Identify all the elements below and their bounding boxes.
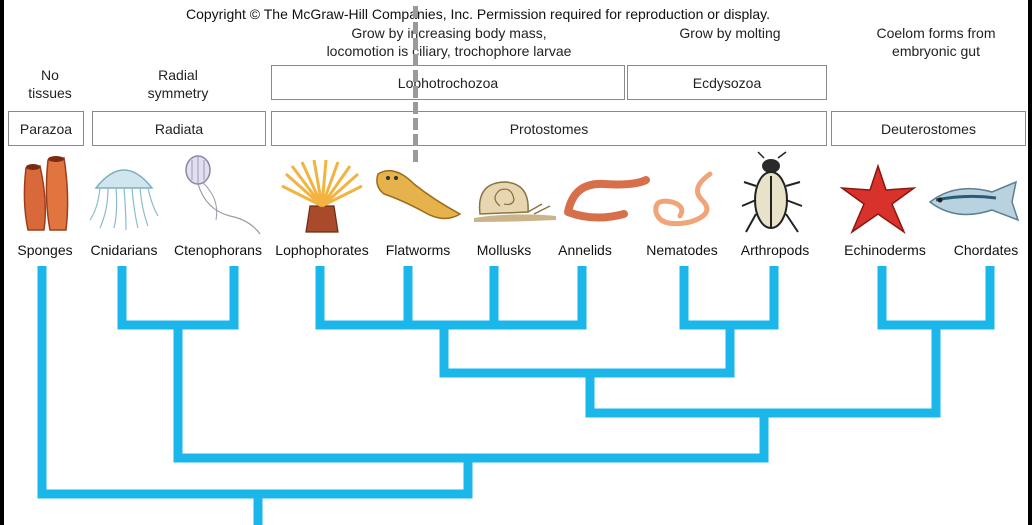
cladogram-tree — [4, 0, 1028, 525]
figure-canvas: Copyright © The McGraw-Hill Companies, I… — [4, 0, 1028, 525]
